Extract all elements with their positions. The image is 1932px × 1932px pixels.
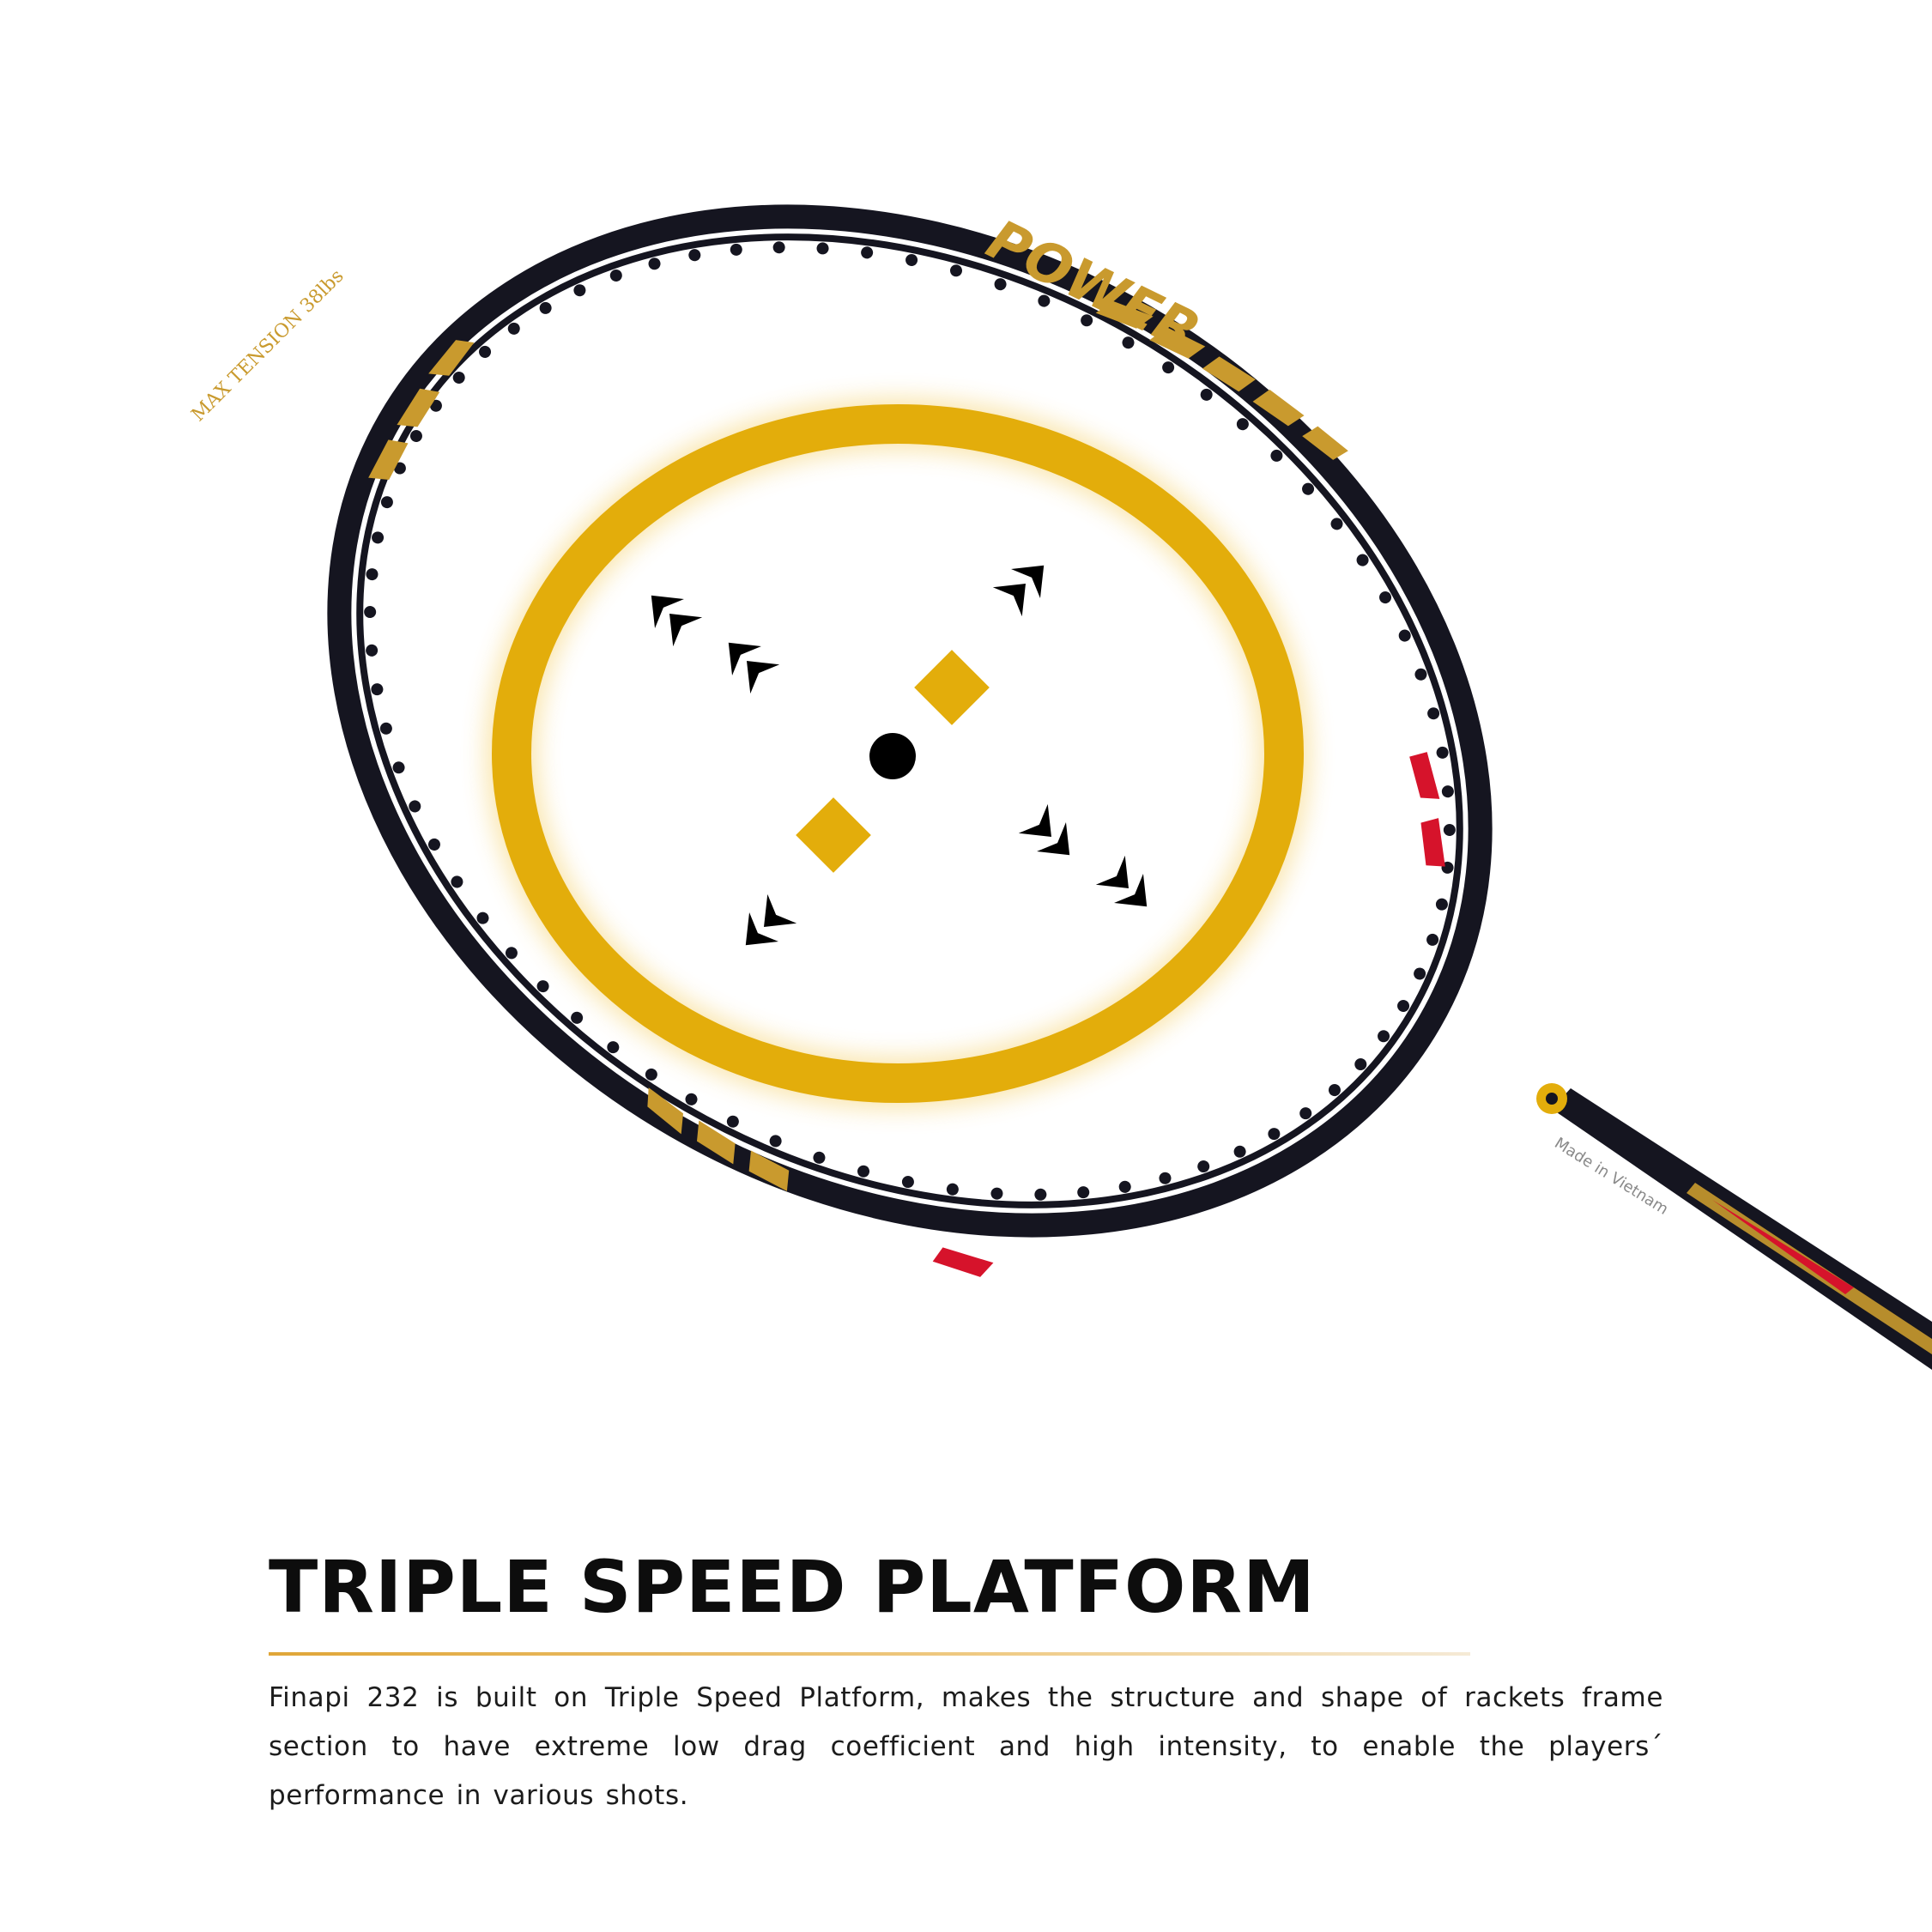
string-hole bbox=[949, 264, 962, 277]
string-hole bbox=[364, 606, 377, 619]
diamond-icon bbox=[796, 797, 871, 873]
feature-description: Finapi 232 is built on Triple Speed Plat… bbox=[269, 1682, 1663, 1811]
string-hole bbox=[427, 838, 440, 851]
string-hole bbox=[816, 242, 829, 255]
string-hole bbox=[1118, 1180, 1131, 1193]
string-hole bbox=[451, 875, 463, 888]
string-hole bbox=[539, 301, 552, 314]
string-hole bbox=[507, 322, 520, 335]
string-hole bbox=[1038, 294, 1051, 307]
string-hole bbox=[648, 257, 661, 270]
string-hole bbox=[1397, 1000, 1410, 1012]
string-hole bbox=[1236, 418, 1249, 431]
string-hole bbox=[476, 911, 489, 924]
fast-forward-arrow-icon bbox=[1095, 855, 1148, 907]
string-hole bbox=[1414, 668, 1427, 681]
string-hole bbox=[1197, 1160, 1210, 1173]
string-hole bbox=[372, 531, 385, 544]
string-hole bbox=[1034, 1188, 1047, 1201]
string-hole bbox=[1354, 1058, 1367, 1071]
frame-decor-red bbox=[932, 752, 1445, 1277]
fast-forward-arrow-icon bbox=[745, 893, 797, 946]
string-holes bbox=[364, 241, 1456, 1201]
string-hole bbox=[505, 947, 518, 960]
string-hole bbox=[1426, 933, 1439, 946]
string-hole bbox=[726, 1115, 739, 1128]
circle-dot-icon bbox=[869, 733, 916, 779]
string-hole bbox=[1398, 629, 1411, 642]
string-hole bbox=[1414, 967, 1426, 980]
frame-decor-gold bbox=[368, 300, 1348, 1191]
string-hole bbox=[772, 241, 785, 254]
string-hole bbox=[1077, 1186, 1090, 1199]
string-hole bbox=[1330, 518, 1343, 530]
string-hole bbox=[1356, 554, 1369, 566]
string-hole bbox=[609, 269, 622, 282]
frame-tension-label: MAX TENSION 38lbs bbox=[188, 265, 348, 426]
fast-forward-arrow-icon bbox=[651, 595, 703, 647]
string-hole bbox=[409, 430, 422, 442]
brand-logo-icon bbox=[1536, 1083, 1567, 1114]
string-hole bbox=[1441, 785, 1454, 798]
string-hole bbox=[645, 1068, 657, 1081]
string-hole bbox=[1302, 482, 1315, 495]
string-hole bbox=[371, 683, 384, 696]
string-hole bbox=[573, 284, 586, 297]
string-hole bbox=[1233, 1145, 1246, 1158]
string-hole bbox=[1159, 1172, 1172, 1184]
racket-frame: POWER bbox=[327, 204, 1493, 1277]
string-hole bbox=[607, 1041, 620, 1054]
string-hole bbox=[1435, 898, 1448, 911]
string-hole bbox=[366, 644, 379, 657]
string-hole bbox=[1443, 823, 1456, 836]
string-hole bbox=[452, 371, 465, 384]
string-hole bbox=[479, 345, 492, 358]
string-hole bbox=[905, 253, 918, 266]
string-hole bbox=[1328, 1084, 1341, 1097]
string-hole bbox=[1378, 1030, 1390, 1043]
string-hole bbox=[1200, 388, 1213, 401]
string-hole bbox=[392, 761, 405, 774]
string-hole bbox=[688, 249, 701, 262]
diamond-icon bbox=[914, 650, 990, 725]
fast-forward-arrow-icon bbox=[992, 565, 1045, 617]
fast-forward-arrow-icon bbox=[728, 642, 780, 694]
string-hole bbox=[409, 800, 421, 813]
fast-forward-arrow-icon bbox=[1018, 803, 1070, 856]
string-hole bbox=[769, 1135, 782, 1148]
string-hole bbox=[1268, 1128, 1281, 1141]
string-hole bbox=[861, 246, 874, 259]
racket-shaft: Made in Vietnam bbox=[1551, 1088, 1932, 1370]
string-hole bbox=[366, 568, 379, 581]
string-hole bbox=[571, 1011, 584, 1024]
string-hole bbox=[379, 722, 392, 735]
string-hole bbox=[1299, 1107, 1312, 1120]
string-hole bbox=[1427, 707, 1440, 720]
feature-title: TRIPLE SPEED PLATFORM bbox=[269, 1545, 1316, 1629]
string-hole bbox=[536, 980, 549, 993]
string-hole bbox=[1081, 314, 1093, 327]
string-hole bbox=[813, 1151, 826, 1164]
string-hole bbox=[857, 1165, 870, 1178]
speed-ring bbox=[486, 398, 1310, 1109]
string-hole bbox=[730, 243, 742, 256]
string-hole bbox=[393, 462, 406, 475]
title-divider bbox=[269, 1652, 1470, 1656]
string-hole bbox=[990, 1187, 1003, 1200]
frame-power-label: POWER bbox=[978, 209, 1210, 366]
string-hole bbox=[1122, 336, 1135, 349]
string-hole bbox=[946, 1183, 959, 1196]
string-hole bbox=[901, 1176, 914, 1189]
string-hole bbox=[685, 1093, 698, 1105]
string-hole bbox=[1436, 746, 1449, 759]
string-hole bbox=[429, 399, 442, 412]
string-hole bbox=[1270, 449, 1283, 462]
string-hole bbox=[380, 496, 393, 509]
string-hole bbox=[994, 278, 1007, 291]
string-hole bbox=[1162, 361, 1175, 374]
string-hole bbox=[1379, 591, 1392, 604]
